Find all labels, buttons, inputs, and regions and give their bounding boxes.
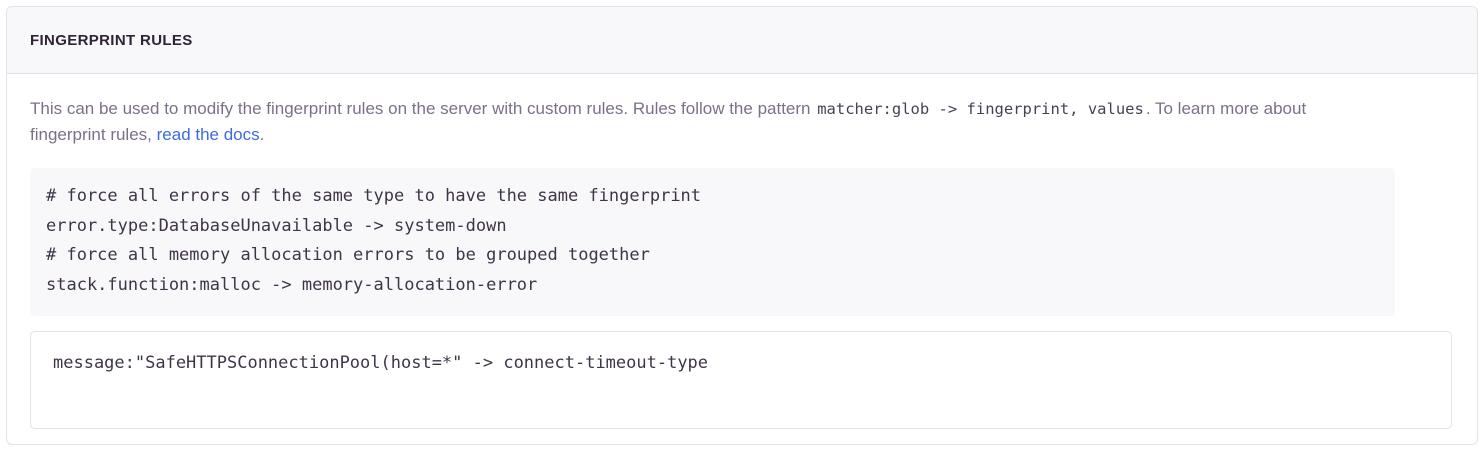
fingerprint-rules-input[interactable] xyxy=(30,331,1452,429)
example-code-block: # force all errors of the same type to h… xyxy=(30,168,1395,316)
read-the-docs-link[interactable]: read the docs xyxy=(156,125,260,144)
code-line: # force all errors of the same type to h… xyxy=(46,186,702,206)
description-lead: This can be used to modify the fingerpri… xyxy=(30,99,816,118)
code-line: # force all memory allocation errors to … xyxy=(46,245,650,265)
description-text: This can be used to modify the fingerpri… xyxy=(30,96,1375,148)
panel-header: FINGERPRINT RULES xyxy=(7,7,1477,74)
inline-code-pattern: matcher:glob -> fingerprint, values xyxy=(817,100,1144,118)
panel-body: This can be used to modify the fingerpri… xyxy=(7,74,1477,429)
description-middle: . To learn more about fingerprint rules, xyxy=(30,99,1307,144)
page-title: FINGERPRINT RULES xyxy=(30,31,193,49)
code-line: error.type:DatabaseUnavailable -> system… xyxy=(46,215,507,236)
fingerprint-rules-panel: FINGERPRINT RULES This can be used to mo… xyxy=(6,6,1478,445)
description-tail: . xyxy=(259,125,265,144)
code-line: stack.function:malloc -> memory-allocati… xyxy=(46,274,538,295)
